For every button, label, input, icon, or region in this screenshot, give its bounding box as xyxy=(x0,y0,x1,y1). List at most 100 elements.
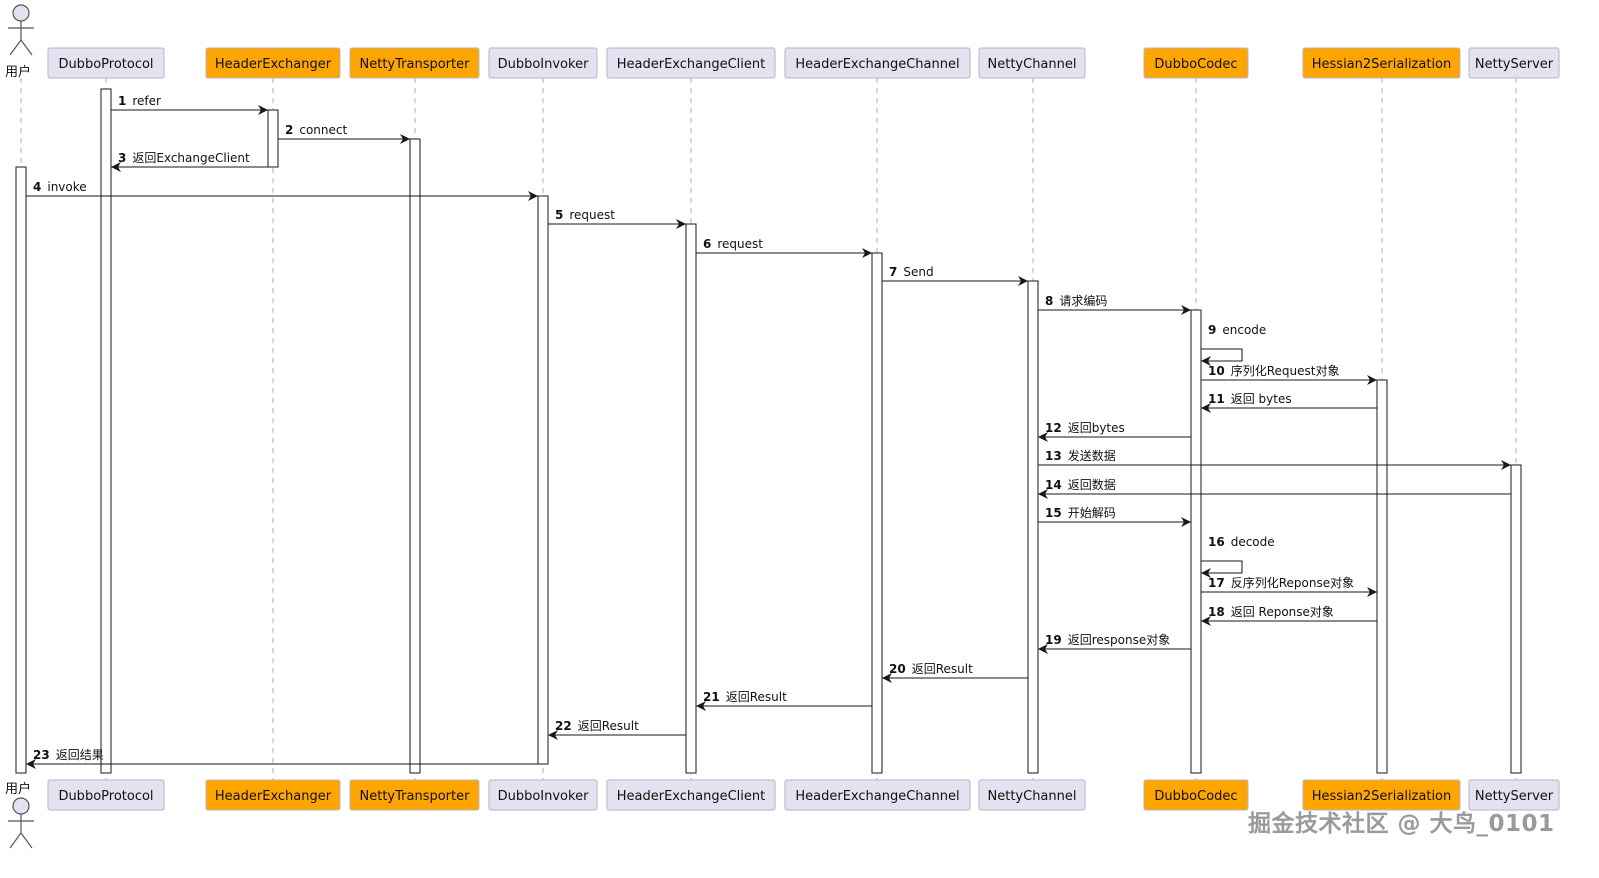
message-number: 20 xyxy=(889,662,906,676)
header-exchange-channel-top-box: HeaderExchangeChannel xyxy=(784,47,971,79)
message-text: request xyxy=(717,237,763,251)
netty-channel-label: NettyChannel xyxy=(988,789,1077,804)
message-number: 19 xyxy=(1045,633,1062,647)
message-number: 4 xyxy=(33,180,41,194)
message-label: 21 返回Result xyxy=(703,690,787,704)
netty-transporter-label: NettyTransporter xyxy=(360,57,471,72)
message-16: 16 decode xyxy=(1201,535,1275,578)
message-number: 6 xyxy=(703,237,711,251)
message-text: 序列化Request对象 xyxy=(1231,363,1340,378)
message-number: 22 xyxy=(555,719,572,733)
netty-channel-label: NettyChannel xyxy=(988,57,1077,72)
watermark: 掘金技术社区 @ 大鸟_0101 xyxy=(1248,811,1555,837)
message-label: 14 返回数据 xyxy=(1045,477,1116,492)
message-label: 16 decode xyxy=(1208,535,1275,549)
user-actor-label: 用户 xyxy=(5,781,31,797)
message-label: 22 返回Result xyxy=(555,719,639,733)
header-exchanger-label: HeaderExchanger xyxy=(215,789,332,804)
message-7: 7 Send xyxy=(882,265,1028,286)
message-text: request xyxy=(569,208,615,222)
message-22: 22 返回Result xyxy=(548,719,686,740)
message-text: 返回response对象 xyxy=(1068,633,1171,647)
dubbo-protocol-label: DubboProtocol xyxy=(58,789,153,804)
dubbo-codec-bottom-box: DubboCodec xyxy=(1143,779,1249,811)
header-exchange-channel-label: HeaderExchangeChannel xyxy=(795,57,959,72)
message-text: decode xyxy=(1231,535,1275,549)
message-text: 返回Result xyxy=(726,690,787,704)
hessian2-serialization-label: Hessian2Serialization xyxy=(1312,57,1452,72)
message-label: 23 返回结果 xyxy=(33,748,104,762)
message-number: 7 xyxy=(889,265,897,279)
message-number: 14 xyxy=(1045,478,1062,492)
dubbo-protocol-activation xyxy=(100,88,112,774)
message-text: 反序列化Reponse对象 xyxy=(1231,575,1354,590)
message-text: 返回结果 xyxy=(56,748,104,762)
hessian2-serialization-top-box: Hessian2Serialization xyxy=(1302,47,1461,79)
dubbo-protocol-label: DubboProtocol xyxy=(58,57,153,72)
message-text: 返回数据 xyxy=(1068,477,1116,492)
netty-transporter-label: NettyTransporter xyxy=(360,789,471,804)
message-number: 5 xyxy=(555,208,563,222)
header-exchanger-label: HeaderExchanger xyxy=(215,57,332,72)
header-exchange-client-top-box: HeaderExchangeClient xyxy=(606,47,776,79)
header-exchanger-activation xyxy=(267,109,279,168)
message-label: 7 Send xyxy=(889,265,934,279)
netty-transporter-top-box: NettyTransporter xyxy=(349,47,480,79)
hessian2-serialization-activation xyxy=(1376,379,1388,774)
message-text: 开始解码 xyxy=(1068,506,1116,520)
header-exchanger-bottom-box: HeaderExchanger xyxy=(205,779,341,811)
header-exchange-client-bottom-box: HeaderExchangeClient xyxy=(606,779,776,811)
message-number: 15 xyxy=(1045,506,1062,520)
header-exchange-channel-label: HeaderExchangeChannel xyxy=(795,789,959,804)
netty-channel-bottom-box: NettyChannel xyxy=(978,779,1086,811)
netty-transporter-activation xyxy=(409,138,421,774)
message-number: 21 xyxy=(703,690,720,704)
dubbo-codec-label: DubboCodec xyxy=(1154,789,1237,804)
message-number: 16 xyxy=(1208,535,1225,549)
netty-transporter-bottom-box: NettyTransporter xyxy=(349,779,480,811)
message-text: 返回Result xyxy=(578,719,639,733)
message-number: 9 xyxy=(1208,323,1216,337)
message-text: 返回Result xyxy=(912,662,973,676)
header-exchange-client-label: HeaderExchangeClient xyxy=(617,789,766,804)
dubbo-protocol-bottom-box: DubboProtocol xyxy=(47,779,165,811)
message-text: 返回bytes xyxy=(1068,421,1125,435)
message-20: 20 返回Result xyxy=(882,662,1028,683)
dubbo-invoker-bottom-box: DubboInvoker xyxy=(488,779,598,811)
user-activation xyxy=(15,166,27,774)
message-number: 1 xyxy=(118,94,126,108)
message-label: 20 返回Result xyxy=(889,662,973,676)
dubbo-codec-label: DubboCodec xyxy=(1154,57,1237,72)
dubbo-invoker-label: DubboInvoker xyxy=(498,57,589,72)
message-number: 2 xyxy=(285,123,293,137)
message-23: 23 返回结果 xyxy=(26,748,538,769)
message-text: 返回 Reponse对象 xyxy=(1231,605,1334,619)
dubbo-invoker-top-box: DubboInvoker xyxy=(488,47,598,79)
message-number: 11 xyxy=(1208,392,1225,406)
message-5: 5 request xyxy=(548,208,686,229)
message-number: 23 xyxy=(33,748,50,762)
message-number: 8 xyxy=(1045,294,1053,308)
message-text: Send xyxy=(903,265,933,279)
header-exchange-channel-bottom-box: HeaderExchangeChannel xyxy=(784,779,971,811)
netty-server-bottom-box: NettyServer xyxy=(1468,779,1560,811)
message-text: connect xyxy=(299,123,347,137)
